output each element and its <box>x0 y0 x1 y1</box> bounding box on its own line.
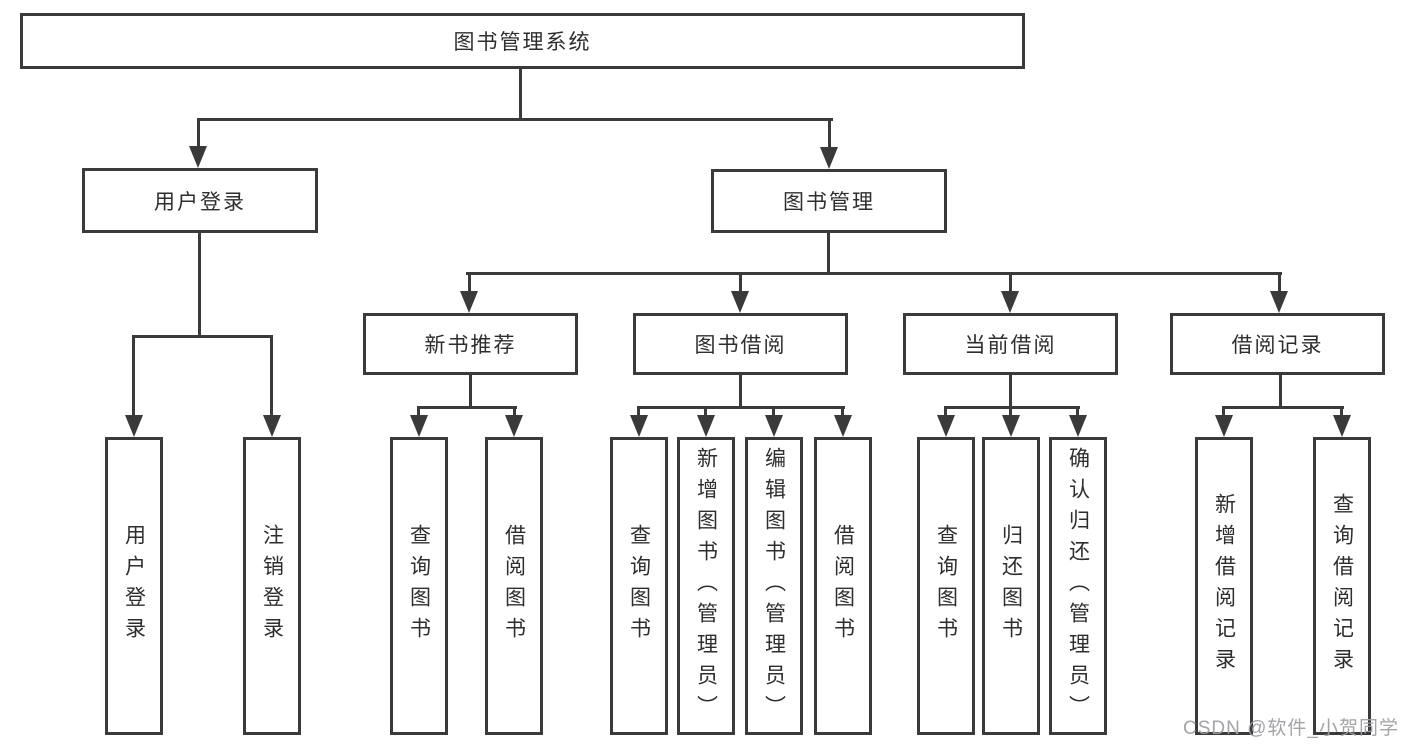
node-current-borrowing: 当前借阅 <box>903 313 1118 375</box>
connector-root-bus <box>197 118 833 121</box>
node-leaf-add-books-admin-label: 新增图书（管理员） <box>694 446 718 726</box>
arrow-query-books-recommend-icon <box>410 415 428 437</box>
node-leaf-user-login: 用户登录 <box>105 437 163 735</box>
arrow-borrowing-records-icon <box>1270 291 1288 313</box>
node-leaf-return-books: 归还图书 <box>982 437 1040 735</box>
arrow-query-borrow-record-icon <box>1333 415 1351 437</box>
node-borrowing-records: 借阅记录 <box>1170 313 1385 375</box>
arrow-current-borrowing-icon <box>1001 291 1019 313</box>
connector-stub-user-login <box>197 118 200 150</box>
arrow-new-book-icon <box>460 291 478 313</box>
node-leaf-add-books-admin: 新增图书（管理员） <box>677 437 735 735</box>
connector-user-login-vline <box>198 233 201 338</box>
connector-stub-edit-books <box>772 406 775 418</box>
node-user-login: 用户登录 <box>82 168 318 233</box>
connector-user-login-bus <box>132 335 273 338</box>
connector-stub-query-books-borrow <box>637 406 640 418</box>
node-leaf-confirm-return-admin: 确认归还（管理员） <box>1049 437 1107 735</box>
arrow-query-books-borrow-icon <box>630 415 648 437</box>
arrow-borrow-books-borrow-icon <box>834 415 852 437</box>
connector-stub-borrow-books-borrow <box>841 406 844 418</box>
connector-stub-current-borrowing <box>1009 272 1012 294</box>
node-leaf-query-books-borrow: 查询图书 <box>610 437 668 735</box>
connector-stub-query-books-current <box>944 406 947 418</box>
connector-stub-leaf-logout <box>270 335 273 417</box>
node-book-borrowing-label: 图书借阅 <box>694 334 787 357</box>
node-leaf-query-borrow-record: 查询借阅记录 <box>1313 437 1371 735</box>
node-leaf-query-borrow-record-label: 查询借阅记录 <box>1330 493 1354 679</box>
connector-stub-query-books-recommend <box>417 406 420 418</box>
connector-new-book-bus <box>417 406 517 409</box>
node-leaf-edit-books-admin: 编辑图书（管理员） <box>745 437 803 735</box>
connector-stub-return-books <box>1009 406 1012 418</box>
node-current-borrowing-label: 当前借阅 <box>964 334 1057 357</box>
arrow-book-borrowing-icon <box>731 291 749 313</box>
node-leaf-borrow-books-borrow-label: 借阅图书 <box>831 524 855 648</box>
connector-stub-book-management <box>828 118 831 150</box>
node-leaf-return-books-label: 归还图书 <box>999 524 1023 648</box>
node-book-borrowing: 图书借阅 <box>633 313 848 375</box>
arrow-leaf-user-login-icon <box>125 415 143 437</box>
connector-borrowing-records-bus <box>1222 406 1344 409</box>
arrow-borrow-books-recommend-icon <box>505 415 523 437</box>
connector-root-vline <box>519 69 522 120</box>
connector-book-borrowing-bus <box>637 406 845 409</box>
arrow-user-login-icon <box>189 146 207 168</box>
node-root-system-label: 图书管理系统 <box>453 31 592 54</box>
node-leaf-logout: 注销登录 <box>243 437 301 735</box>
node-leaf-logout-label: 注销登录 <box>260 524 284 648</box>
connector-stub-book-borrowing <box>739 272 742 294</box>
arrow-edit-books-icon <box>765 415 783 437</box>
arrow-add-borrow-record-icon <box>1215 415 1233 437</box>
node-leaf-borrow-books-recommend-label: 借阅图书 <box>502 524 526 648</box>
node-leaf-edit-books-admin-label: 编辑图书（管理员） <box>762 446 786 726</box>
node-leaf-query-books-recommend: 查询图书 <box>390 437 448 735</box>
node-leaf-query-books-current: 查询图书 <box>917 437 975 735</box>
arrow-return-books-icon <box>1002 415 1020 437</box>
node-leaf-confirm-return-admin-label: 确认归还（管理员） <box>1066 446 1090 726</box>
node-new-book-recommendation-label: 新书推荐 <box>424 334 517 357</box>
arrow-book-management-icon <box>820 147 838 169</box>
arrow-leaf-logout-icon <box>263 415 281 437</box>
connector-new-book-vline <box>469 375 472 408</box>
node-leaf-query-books-recommend-label: 查询图书 <box>407 524 431 648</box>
connector-current-borrowing-vline <box>1009 375 1012 408</box>
connector-book-management-bus <box>466 272 1282 275</box>
arrow-confirm-return-icon <box>1069 415 1087 437</box>
connector-stub-add-books <box>704 406 707 418</box>
connector-borrowing-records-vline <box>1279 375 1282 408</box>
connector-stub-borrow-books-recommend <box>513 406 516 418</box>
node-user-login-label: 用户登录 <box>154 190 246 214</box>
connector-stub-confirm-return <box>1076 406 1079 418</box>
node-leaf-borrow-books-borrow: 借阅图书 <box>814 437 872 735</box>
connector-stub-add-borrow-record <box>1222 406 1225 418</box>
node-book-management-label: 图书管理 <box>783 191 875 214</box>
connector-current-borrowing-bus <box>944 406 1080 409</box>
node-leaf-add-borrow-record-label: 新增借阅记录 <box>1212 493 1236 679</box>
node-root-system: 图书管理系统 <box>20 13 1025 69</box>
node-book-management: 图书管理 <box>711 169 947 233</box>
node-leaf-borrow-books-recommend: 借阅图书 <box>485 437 543 735</box>
connector-stub-borrowing-records <box>1278 272 1281 294</box>
node-leaf-query-books-borrow-label: 查询图书 <box>627 524 651 648</box>
node-leaf-query-books-current-label: 查询图书 <box>934 524 958 648</box>
connector-stub-new-book <box>468 272 471 294</box>
node-new-book-recommendation: 新书推荐 <box>363 313 578 375</box>
node-leaf-add-borrow-record: 新增借阅记录 <box>1195 437 1253 735</box>
connector-stub-query-borrow-record <box>1340 406 1343 418</box>
arrow-query-books-current-icon <box>937 415 955 437</box>
connector-stub-leaf-user-login <box>132 335 135 417</box>
arrow-add-books-icon <box>697 415 715 437</box>
node-borrowing-records-label: 借阅记录 <box>1231 334 1324 357</box>
node-leaf-user-login-label: 用户登录 <box>122 524 146 648</box>
connector-book-management-vline <box>827 233 830 275</box>
csdn-watermark: CSDN @软件_小贺同学 <box>1183 718 1399 739</box>
connector-book-borrowing-vline <box>739 375 742 408</box>
